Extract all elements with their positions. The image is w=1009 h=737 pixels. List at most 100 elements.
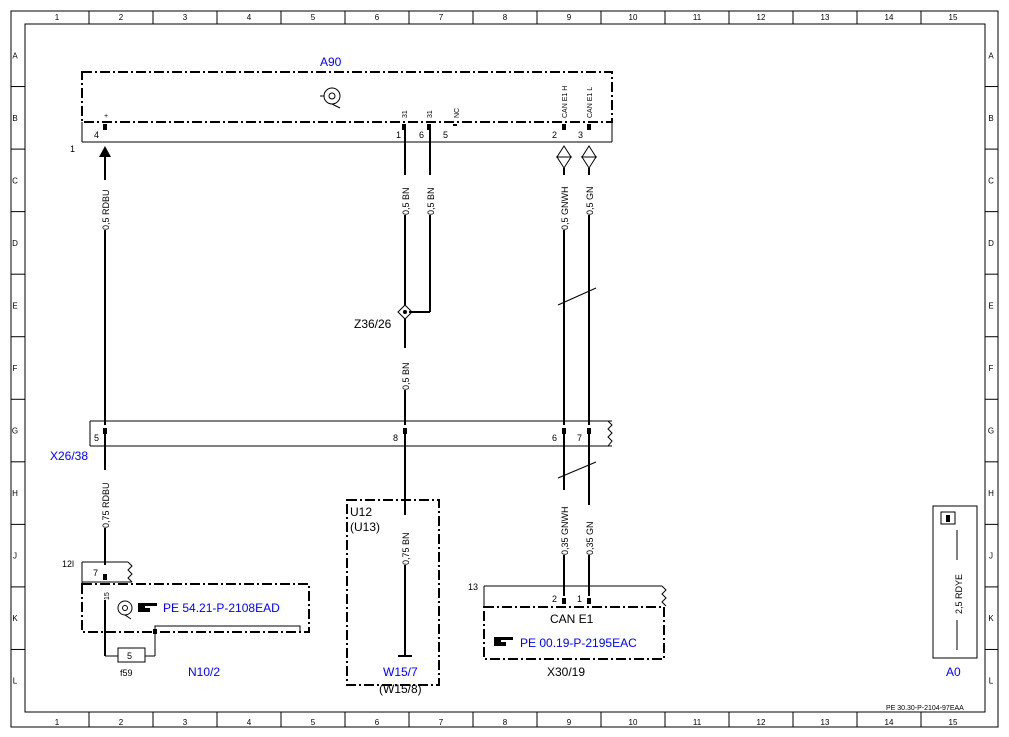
grid-column-label: 4 (247, 13, 252, 22)
a90-module-box (81, 71, 613, 123)
grid-column-label: 14 (885, 718, 894, 727)
svg-text:31: 31 (427, 110, 434, 118)
grid-column-label: 4 (247, 718, 252, 727)
splice-z36-icon (397, 304, 413, 320)
svg-text:7: 7 (577, 433, 582, 443)
n10-label: N10/2 (188, 665, 220, 679)
wire-label: 0,5 BN (401, 362, 411, 390)
a90-number: 1 (70, 144, 75, 154)
grid-column-label: 11 (693, 13, 702, 22)
grid-row-label: F (13, 364, 18, 373)
grid-row-label: G (988, 427, 994, 436)
a0-label: A0 (946, 665, 961, 679)
n10-pin: 7 (93, 568, 98, 578)
grid-column-label: 9 (567, 13, 572, 22)
ground-symbol-icon (940, 511, 956, 525)
grid-column-label: 8 (503, 13, 508, 22)
grid-row-label: B (12, 114, 17, 123)
x26-pin: 7 (577, 428, 591, 443)
grid-row-label: A (988, 51, 994, 60)
outer-frame (10, 10, 999, 728)
u12-box (346, 499, 440, 686)
twisted-pair-mark (557, 287, 597, 306)
grid-column-label: 2 (119, 718, 124, 727)
svg-text:2: 2 (552, 130, 557, 140)
svg-text:3: 3 (578, 130, 583, 140)
wire-label: 0,75 BN (401, 532, 411, 565)
grid-column-label: 7 (439, 718, 444, 727)
x26-pin: 8 (393, 428, 407, 443)
grid-column-label: 5 (311, 13, 316, 22)
a0-legend-box (932, 505, 978, 659)
a90-pin: 2 CAN E1 H (552, 86, 569, 140)
svg-text:6: 6 (419, 130, 424, 140)
twisted-pair-mark (557, 461, 597, 479)
grid-row-label: B (988, 114, 993, 123)
svg-text:+: + (104, 113, 108, 120)
inner-frame (24, 23, 986, 713)
grid-row-label: J (13, 552, 17, 561)
connector-diamond-icon (581, 145, 597, 169)
x30-pin: 1 (577, 594, 582, 604)
grid-column-label: 12 (757, 13, 766, 22)
a90-pin: 6 31 (419, 110, 434, 140)
wire-label: 0,5 BN (401, 187, 411, 215)
x26-pin: 6 (552, 428, 566, 443)
n10-number: 12l (62, 559, 74, 569)
n10-reference-link[interactable]: PE 54.21-P-2108EAD (163, 601, 280, 615)
grid-row-label: E (988, 301, 993, 310)
grid-row-label: K (12, 614, 18, 623)
a90-label: A90 (320, 55, 342, 69)
svg-text:5: 5 (94, 433, 99, 443)
wire-label: 0,35 GNWH (560, 506, 570, 555)
grid-column-label: 1 (55, 718, 60, 727)
svg-text:CAN E1 L: CAN E1 L (587, 87, 594, 118)
x30-pin: 2 (552, 594, 557, 604)
grid-row-label: F (989, 364, 994, 373)
x30-module-box (483, 606, 665, 660)
wire-label: 0,35 GN (585, 521, 595, 555)
svg-text:1: 1 (396, 130, 401, 140)
n10-control-symbol (117, 600, 133, 620)
z36-label: Z36/26 (354, 317, 392, 331)
svg-text:31: 31 (402, 110, 409, 118)
svg-text:CAN E1 H: CAN E1 H (562, 86, 569, 118)
n10-pin-inner: 15 (104, 592, 111, 600)
grid-column-label: 13 (821, 13, 830, 22)
grid-column-label: 3 (183, 718, 188, 727)
grid-column-label: 3 (183, 13, 188, 22)
svg-text:5: 5 (443, 130, 448, 140)
grid-column-label: 15 (949, 718, 958, 727)
x30-reference-link[interactable]: PE 00.19-P-2195EAC (520, 636, 637, 650)
x26-pin: 5 (94, 428, 107, 443)
document-reference: PE 30.30-P-2104-97EAA (886, 705, 964, 712)
grid-row-label: J (989, 552, 993, 561)
grid-row-label: D (12, 239, 18, 248)
grid-row-label: H (988, 489, 994, 498)
fuse-label: f59 (120, 668, 133, 678)
svg-text:NC: NC (454, 108, 461, 118)
grid-row-label: C (988, 176, 994, 185)
a90-pin: 3 CAN E1 L (578, 87, 594, 140)
u12-sub-label: (U13) (350, 520, 380, 534)
x26-label: X26/38 (50, 449, 88, 463)
grid-column-label: 14 (885, 13, 894, 22)
grid-column-label: 15 (949, 13, 958, 22)
connector-arrow-icon (99, 146, 111, 157)
a90-pin: 4 + (94, 113, 108, 140)
grid-row-label: C (12, 176, 18, 185)
a90-pin: 5 NC (443, 108, 461, 140)
grid-row-label: E (12, 301, 17, 310)
x30-label: X30/19 (547, 665, 585, 679)
w15-sub-label: (W15/8) (379, 682, 422, 696)
u12-label: U12 (350, 505, 372, 519)
a0-wire-label: 2,5 RDYE (954, 574, 964, 614)
grid-column-label: 7 (439, 13, 444, 22)
grid-column-label: 6 (375, 13, 380, 22)
grid-column-label: 13 (821, 718, 830, 727)
grid-row-label: H (12, 489, 18, 498)
grid-row-label: G (12, 427, 18, 436)
n10-module-box (81, 583, 310, 633)
grid-column-label: 10 (629, 13, 638, 22)
